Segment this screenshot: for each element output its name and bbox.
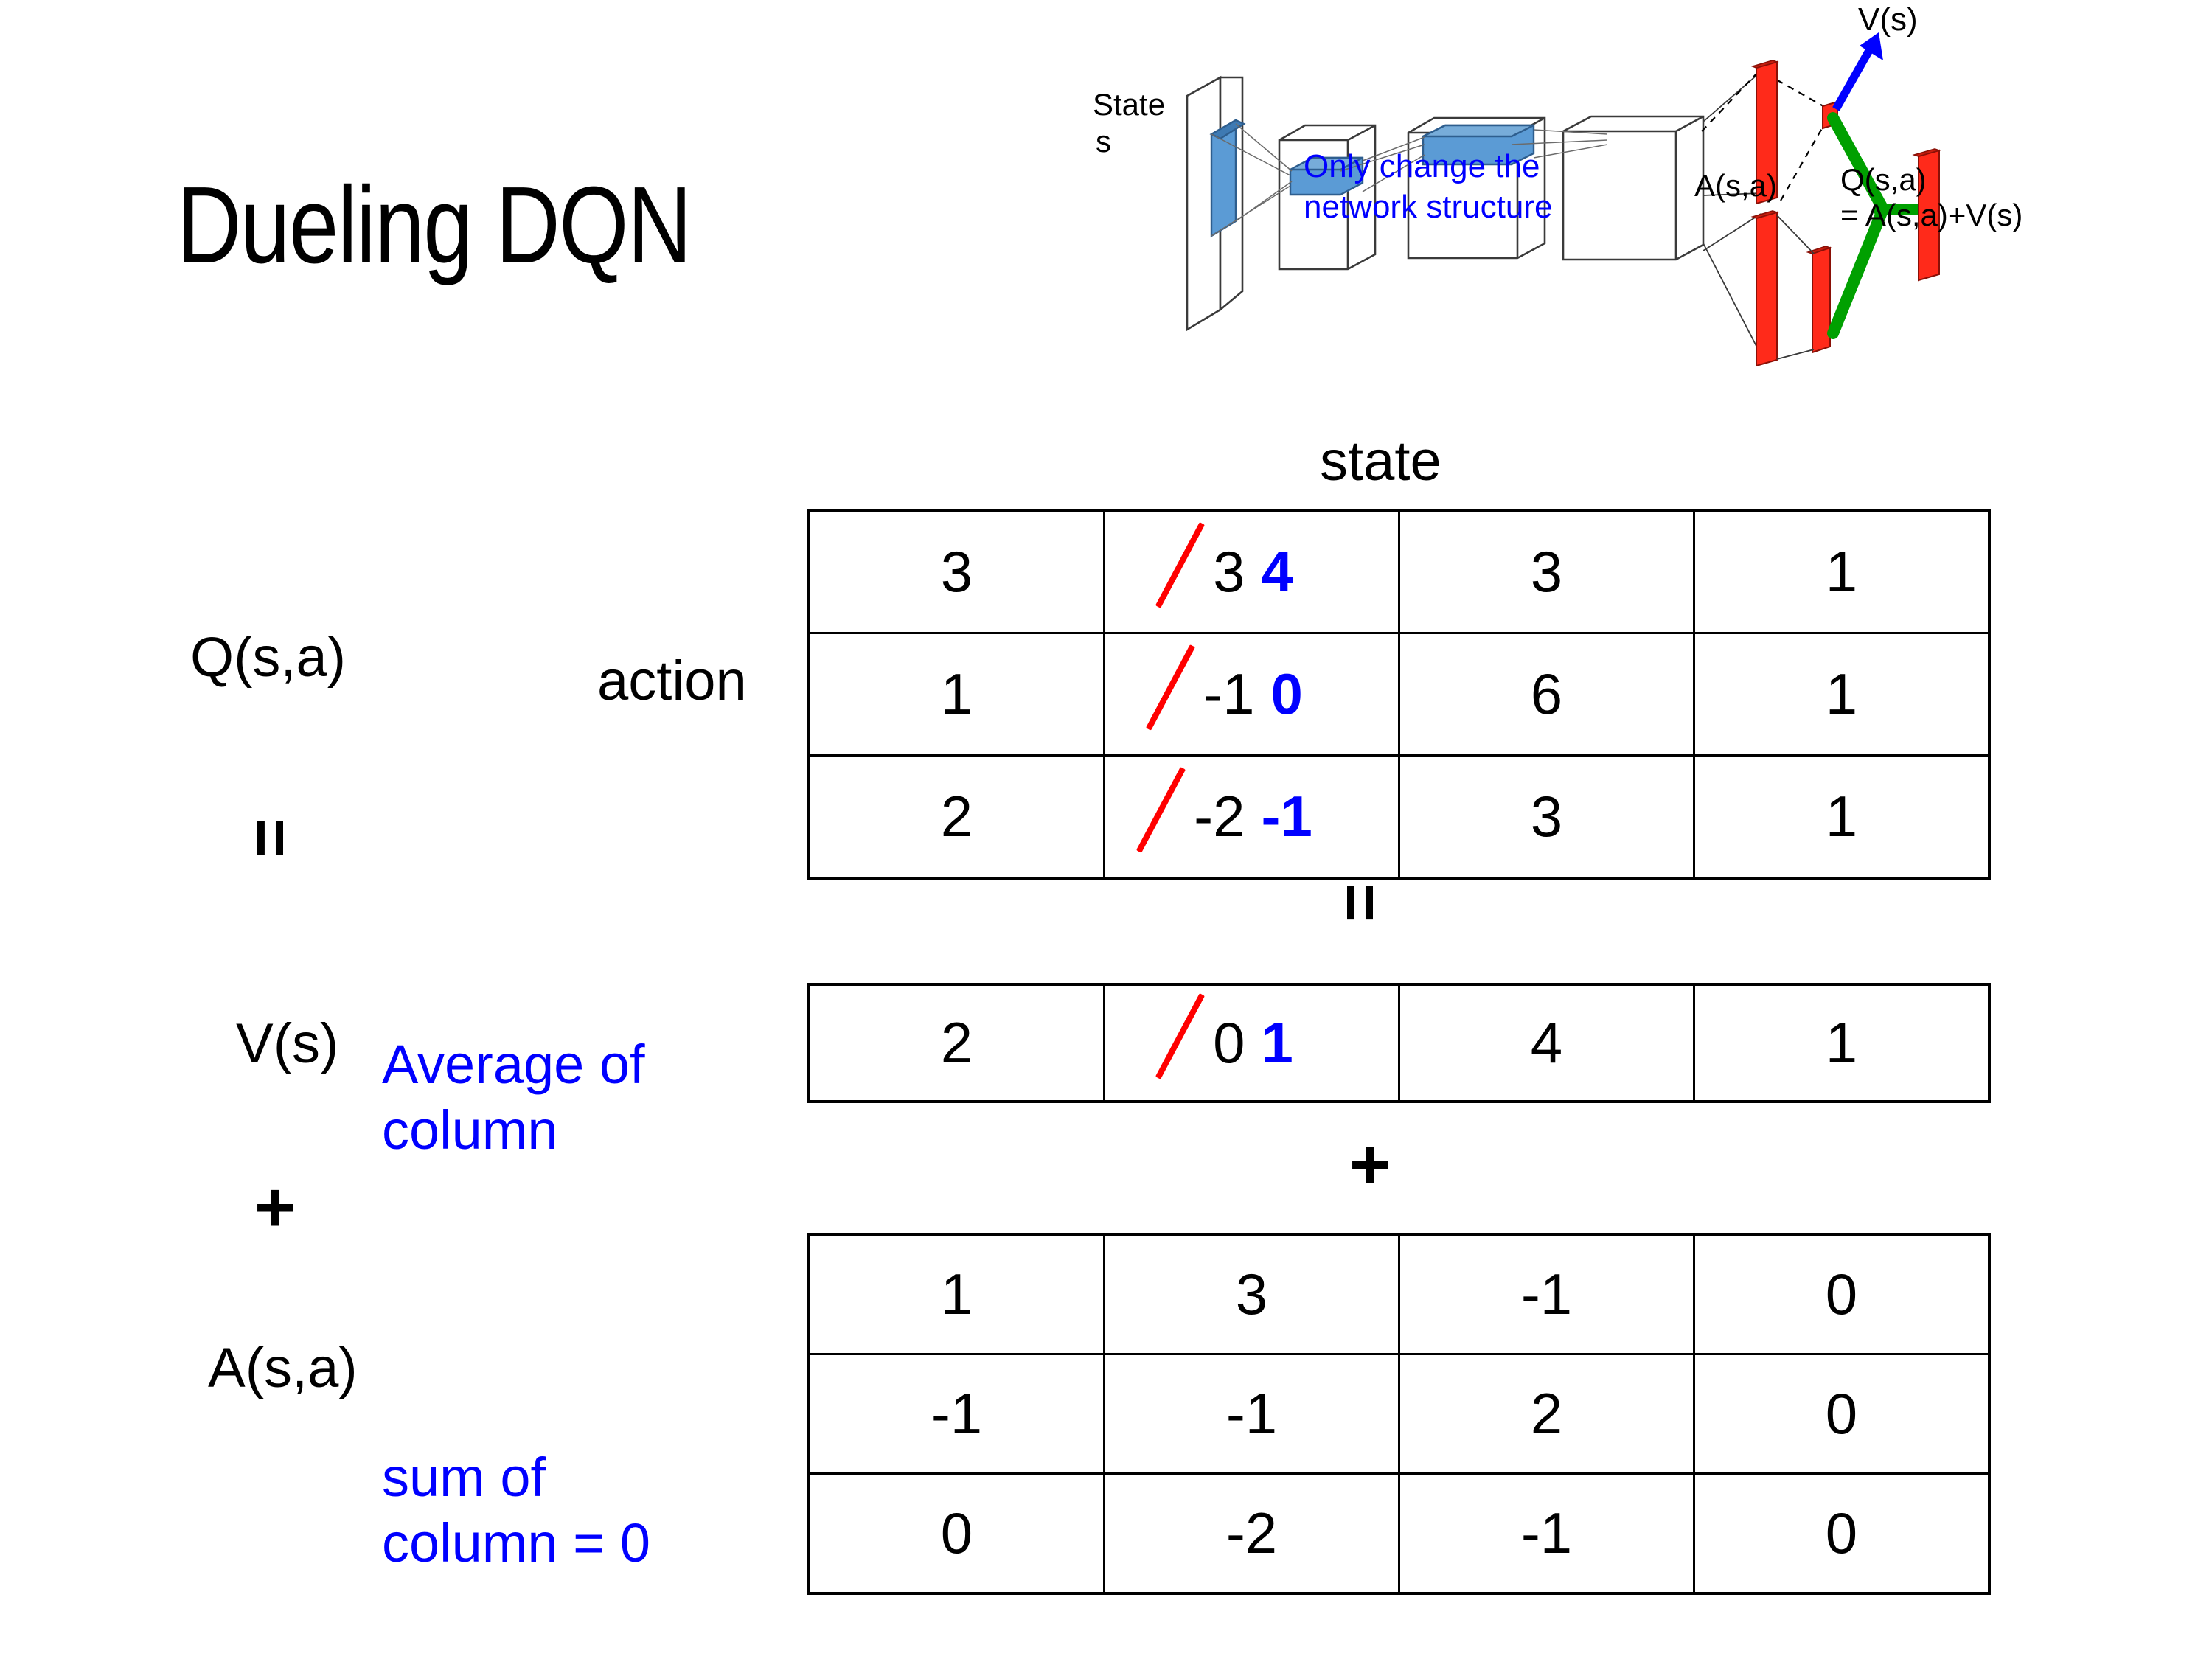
table-cell: 2 — [1398, 1353, 1695, 1475]
equals-operator-middle: = — [1322, 883, 1398, 922]
table-cell: 4 — [1398, 983, 1695, 1103]
table-cell: 2 — [807, 983, 1105, 1103]
cell-value: 0 — [1825, 1262, 1858, 1326]
plus-operator-middle: + — [1349, 1125, 1391, 1204]
cell-value: 1 — [1825, 661, 1858, 726]
table-cell: 1 — [807, 632, 1105, 757]
cell-value: 6 — [1530, 661, 1563, 726]
cell-value: -1 — [1520, 1262, 1573, 1326]
edited-cell: -2-1 — [1191, 783, 1312, 850]
cell-value: 1 — [1825, 784, 1858, 849]
cell-value: -1 — [1225, 1381, 1278, 1446]
a-function-label: A(s,a) — [208, 1337, 358, 1399]
table-cell: -2 — [1103, 1472, 1400, 1595]
average-of-column-note: Average of column — [382, 1034, 645, 1161]
table-cell: -1 — [1398, 1233, 1695, 1355]
table-cell: 0 — [1693, 1472, 1991, 1595]
table-cell: 1 — [1693, 983, 1991, 1103]
table-cell: 1 — [1693, 509, 1991, 634]
cell-value: -1 — [1520, 1500, 1573, 1565]
cell-value: 0 — [940, 1500, 973, 1565]
cell-value: 3 — [1235, 1262, 1268, 1326]
cell-value: 2 — [940, 784, 973, 849]
equals-operator-left: = — [232, 818, 308, 858]
table-cell: 6 — [1398, 632, 1695, 757]
table-cell: 3 — [807, 509, 1105, 634]
page-title: Dueling DQN — [177, 164, 692, 286]
diagram-v-label: V(s) — [1858, 1, 1918, 38]
cell-value: 1 — [940, 1262, 973, 1326]
diagram-q-label-line1: Q(s,a) — [1840, 162, 1927, 197]
cell-value: 3 — [1530, 784, 1563, 849]
table-cell: 0 — [1693, 1353, 1991, 1475]
cell-value: 2 — [1530, 1381, 1563, 1446]
advantage-value-table: 1 3 -1 0 -1 -1 2 0 0 -2 -1 0 — [807, 1233, 1991, 1595]
cell-value: 3 — [940, 539, 973, 604]
cell-value: 0 — [1825, 1381, 1858, 1446]
cell-value: 4 — [1530, 1010, 1563, 1075]
cell-value: -2 — [1225, 1500, 1278, 1565]
table-cell: 1 — [1693, 754, 1991, 880]
cell-value: 1 — [1825, 1010, 1858, 1075]
table-cell: 3 — [1398, 754, 1695, 880]
cell-value: -1 — [931, 1381, 983, 1446]
cell-value: 1 — [940, 661, 973, 726]
table-cell: -1 — [1103, 1353, 1400, 1475]
table-cell: 3 — [1103, 1233, 1400, 1355]
table-cell: 0 — [1693, 1233, 1991, 1355]
table-cell: -1 — [807, 1353, 1105, 1475]
struck-old-value: -2 — [1191, 783, 1248, 850]
action-axis-label: action — [597, 650, 747, 712]
struck-old-value: 0 — [1210, 1009, 1248, 1077]
diagram-note: Only change the network structure — [1304, 148, 1553, 225]
corrected-new-value: -1 — [1261, 784, 1312, 849]
struck-old-value: -1 — [1200, 661, 1257, 728]
cell-value: 1 — [1825, 539, 1858, 604]
diagram-q-label-line2: = A(s,a)+V(s) — [1840, 198, 2023, 232]
cell-value: 3 — [1530, 539, 1563, 604]
table-cell: 3 — [1398, 509, 1695, 634]
corrected-new-value: 4 — [1261, 539, 1293, 604]
struck-old-value: 3 — [1210, 538, 1248, 605]
q-function-label: Q(s,a) — [190, 626, 347, 689]
cell-value: 0 — [1825, 1500, 1858, 1565]
table-cell: 2 — [807, 754, 1105, 880]
v-function-label: V(s) — [236, 1012, 339, 1075]
table-cell: -2-1 — [1103, 754, 1400, 880]
table-cell: 1 — [1693, 632, 1991, 757]
table-row: -1 -1 2 0 — [807, 1353, 1991, 1475]
table-row: 0 -2 -1 0 — [807, 1472, 1991, 1595]
corrected-new-value: 1 — [1261, 1010, 1293, 1075]
table-row: 2 -2-1 3 1 — [807, 754, 1991, 880]
corrected-new-value: 0 — [1270, 661, 1303, 726]
table-cell: -1 — [1398, 1472, 1695, 1595]
diagram-state-label-line1: State — [1093, 87, 1166, 122]
cell-value: 2 — [940, 1010, 973, 1075]
plus-operator-left: + — [254, 1168, 296, 1247]
dueling-network-diagram: State s Only change the network structur… — [1091, 0, 2212, 413]
table-cell: 0 — [807, 1472, 1105, 1595]
diagram-a-label: A(s,a) — [1694, 168, 1778, 203]
sum-of-column-note: sum of column = 0 — [382, 1447, 651, 1573]
table-cell: 1 — [807, 1233, 1105, 1355]
diagram-state-label-line2: s — [1096, 124, 1111, 159]
table-row: 1 3 -1 0 — [807, 1233, 1991, 1355]
state-axis-label: state — [1320, 430, 1441, 493]
